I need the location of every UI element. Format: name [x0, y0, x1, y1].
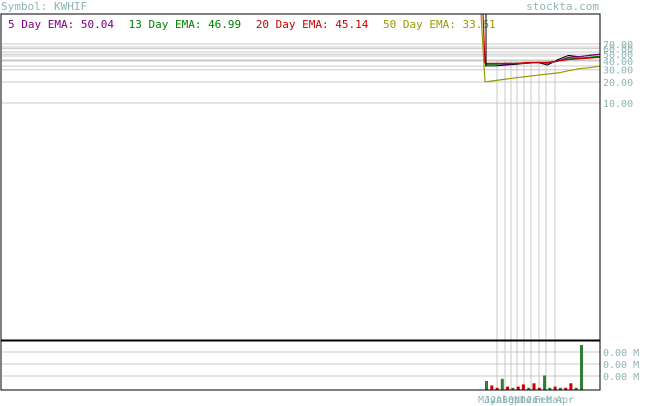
volume-tick-label: 0.00 M [603, 360, 639, 371]
volume-bar [569, 383, 573, 391]
symbol-label: Symbol: KWHIF [1, 0, 87, 13]
volume-bar [511, 387, 515, 391]
date-tick-label: Nov [514, 395, 532, 406]
volume-bar [521, 384, 525, 390]
volume-bar [495, 387, 499, 391]
date-tick-label: Feb [534, 395, 552, 406]
volume-bar [516, 386, 520, 390]
price-tick-label: 60.00 [603, 45, 633, 56]
price-panel-frame [0, 13, 601, 341]
volume-panel-frame [0, 340, 601, 391]
series-line-ema20 [485, 56, 601, 64]
volume-bar [485, 381, 488, 390]
legend-ema5: 5 Day EMA: 50.04 [8, 18, 114, 31]
ema-legend: 5 Day EMA: 50.04 13 Day EMA: 46.99 20 Da… [8, 18, 496, 31]
volume-grid [2, 351, 600, 377]
date-tick-label: May [478, 395, 496, 406]
price-grid [2, 43, 600, 104]
series-line-ema50 [484, 65, 601, 83]
date-tick-label: Jul [490, 395, 508, 406]
volume-axis: 0.00 M0.00 M0.00 M [603, 348, 639, 383]
price-tick-label: 20.00 [603, 78, 633, 89]
volume-tick-label: 0.00 M [603, 348, 639, 359]
date-tick-label: Jun [484, 395, 502, 406]
volume-bar [580, 345, 583, 390]
price-tick-label: 50.00 [603, 50, 633, 61]
volume-bar [537, 387, 541, 391]
volume-bar [527, 387, 531, 391]
series-line-ema20-history [482, 13, 486, 64]
volume-bar [543, 375, 547, 390]
time-grid [496, 60, 556, 390]
legend-ema20: 20 Day EMA: 45.14 [256, 18, 369, 31]
series-line-ema50-history [480, 13, 486, 83]
date-tick-label: Mar [546, 395, 564, 406]
price-tick-label: 70.00 [603, 40, 633, 51]
date-tick-label: Dec [520, 395, 538, 406]
price-tick-label: 30.00 [603, 66, 633, 77]
volume-bar [548, 387, 552, 391]
volume-bars [485, 345, 583, 391]
date-tick-label: Sep [502, 395, 520, 406]
price-tick-label: 40.00 [603, 57, 633, 68]
volume-bar [553, 386, 557, 390]
legend-ema13: 13 Day EMA: 46.99 [129, 18, 242, 31]
date-tick-label: Oct [508, 395, 526, 406]
date-tick-label: Jan [526, 395, 544, 406]
volume-bar [558, 387, 562, 391]
date-tick-label: Apr [556, 395, 574, 406]
price-lines [480, 13, 601, 83]
volume-bar [532, 383, 536, 391]
volume-bar [574, 387, 578, 391]
volume-bar [490, 385, 494, 390]
site-name: stockta.com [526, 0, 599, 13]
volume-bar [500, 378, 504, 391]
volume-bar [506, 386, 510, 390]
volume-bar [564, 387, 568, 391]
date-tick-label: Aug [496, 395, 514, 406]
legend-ema50: 50 Day EMA: 33.61 [383, 18, 496, 31]
price-tick-label: 10.00 [603, 99, 633, 110]
volume-tick-label: 0.00 M [603, 372, 639, 383]
